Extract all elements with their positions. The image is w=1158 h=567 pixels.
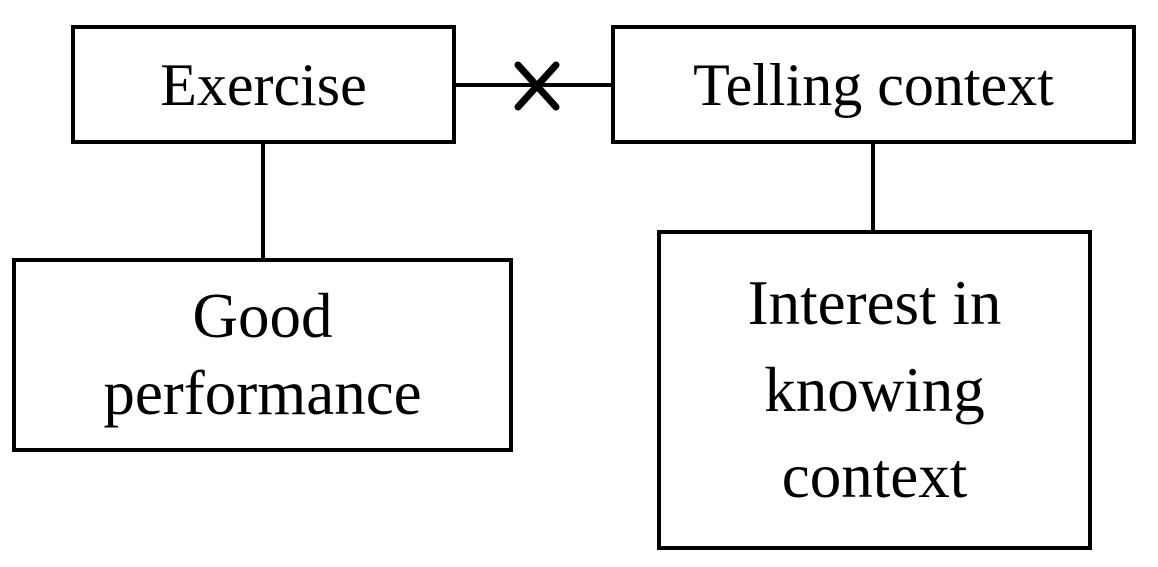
node-exercise-label: Exercise <box>160 51 367 118</box>
node-good-performance-label-line-1: Good <box>192 281 333 352</box>
node-interest-label-line-1: Interest in <box>747 267 1002 338</box>
node-interest-label-line-2: knowing <box>764 354 985 425</box>
edge-exercise-good-performance <box>261 144 265 258</box>
node-telling-context: Telling context <box>611 25 1136 144</box>
node-good-performance: Good performance <box>12 258 513 452</box>
node-exercise: Exercise <box>71 25 456 144</box>
edge-telling-context-interest <box>871 144 875 230</box>
x-cross-icon <box>514 61 560 111</box>
node-telling-context-label: Telling context <box>693 51 1054 118</box>
node-interest-in-knowing-context: Interest in knowing context <box>657 230 1092 550</box>
node-good-performance-label-line-2: performance <box>103 358 422 428</box>
node-interest-label-line-3: context <box>781 441 968 512</box>
